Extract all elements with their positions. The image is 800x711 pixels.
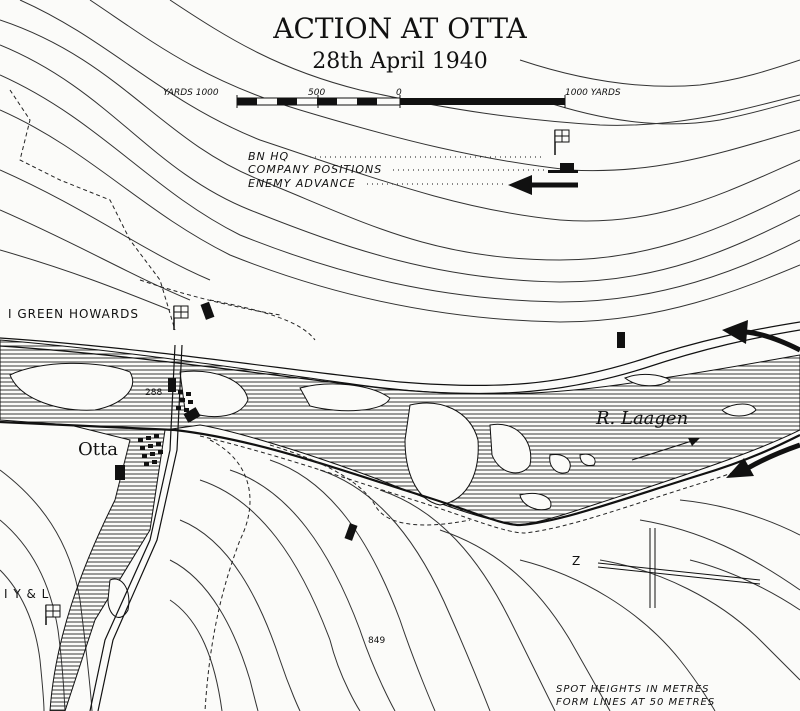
- note-spot-heights: SPOT HEIGHTS IN METRES: [556, 684, 710, 695]
- height-849-label: 849: [368, 636, 385, 646]
- scale-0-label: 0: [396, 88, 402, 98]
- river-valley: [0, 339, 800, 711]
- scale-bar: [236, 95, 566, 108]
- otta-label: Otta: [78, 439, 118, 460]
- green-howards-label: I GREEN HOWARDS: [8, 307, 139, 321]
- railway: [0, 420, 800, 534]
- company-position-marker: [115, 465, 125, 480]
- north-road: [0, 321, 800, 395]
- company-positions: [115, 301, 625, 541]
- company-position-marker: [183, 407, 201, 423]
- river-label: R. Laagen: [595, 408, 688, 429]
- scale-500-label: 500: [308, 88, 325, 98]
- company-position-marker: [344, 523, 358, 541]
- otta-village: [138, 390, 193, 466]
- legend-hq-label: BN HQ: [248, 150, 289, 163]
- legend-symbols: [310, 129, 578, 195]
- map-date: 28th April 1940: [312, 49, 488, 74]
- yl-label: I Y & L: [4, 587, 49, 601]
- scale-right-label: 1000 YARDS: [565, 88, 621, 98]
- legend-company-label: COMPANY POSITIONS: [248, 163, 382, 176]
- company-position-marker: [168, 378, 176, 392]
- enemy-advance-arrows: [722, 320, 800, 478]
- map-title: ACTION AT OTTA: [272, 12, 527, 45]
- north-label: Z: [572, 554, 580, 568]
- tracks-north: [9, 89, 316, 341]
- note-form-lines: FORM LINES AT 50 METRES: [556, 697, 715, 708]
- grid-cross: [597, 528, 761, 608]
- company-position-marker: [617, 332, 625, 348]
- bn-hq-flag-yl: [45, 604, 61, 625]
- scale-left-label: YARDS 1000: [163, 88, 219, 98]
- company-position-marker: [200, 301, 215, 320]
- river-flow-arrow: [631, 438, 700, 461]
- height-288-label: 288: [145, 388, 162, 398]
- valley-roads: [89, 344, 471, 711]
- legend-enemy-label: ENEMY ADVANCE: [248, 177, 356, 190]
- bn-hq-flag-green-howards: [173, 305, 189, 330]
